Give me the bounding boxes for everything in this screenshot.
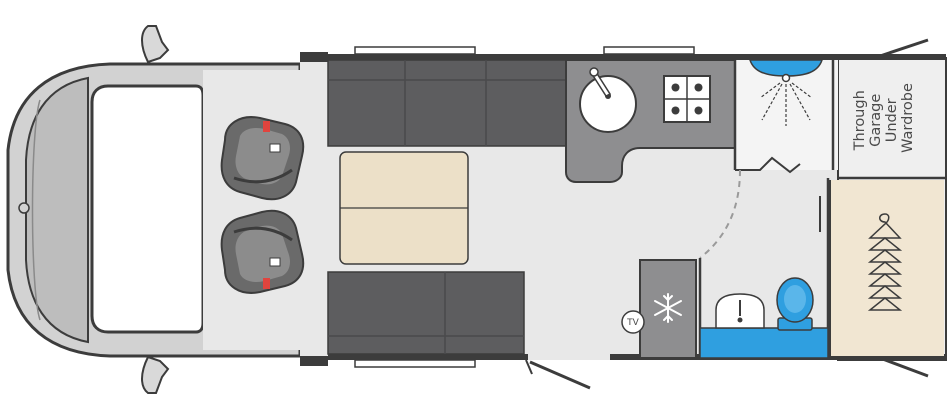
clothes-hangers-icon	[867, 213, 903, 311]
washroom-door-swing	[699, 169, 741, 259]
habitation-door	[529, 360, 591, 390]
bonnet	[25, 76, 89, 344]
garage-label-line-3: Under	[884, 98, 900, 142]
washbasin-counter	[699, 327, 829, 359]
badge	[18, 202, 30, 214]
washroom	[698, 59, 838, 359]
window-front-right	[354, 359, 476, 368]
tv-label: TV	[626, 318, 639, 328]
window-front-left	[354, 46, 476, 55]
garage-wardrobe-label: Through Garage Under Wardrobe	[852, 83, 916, 153]
fridge-unit: TV	[621, 259, 697, 359]
garage-label-line-1: Through	[852, 90, 868, 151]
cab	[6, 25, 302, 394]
garage-wardrobe: Through Garage Under Wardrobe	[829, 83, 946, 356]
kitchen-worktop	[565, 59, 736, 183]
lounge-sofa-bottom	[327, 271, 525, 355]
window-kitchen	[603, 46, 695, 55]
left-mirror	[141, 25, 170, 64]
wardrobe	[830, 180, 944, 356]
toilet-icon	[776, 277, 814, 331]
shower-head-icon	[759, 73, 813, 126]
tv-badge: TV	[621, 310, 645, 334]
lounge-sofa-top	[327, 59, 567, 147]
rear-door-bottom	[879, 356, 929, 378]
garage-label-line-2: Garage	[868, 94, 884, 147]
cab-seat-passenger	[220, 209, 305, 294]
four-burner-hob-icon	[663, 75, 711, 123]
garage-label-line-4: Wardrobe	[900, 83, 916, 153]
snowflake-icon	[654, 293, 682, 323]
washbasin-icon	[715, 293, 765, 329]
dinette-table	[339, 151, 469, 265]
right-mirror	[141, 355, 170, 394]
windscreen	[90, 84, 205, 334]
rear-door-top	[879, 38, 929, 58]
cab-seat-driver	[220, 116, 305, 201]
round-sink-icon	[579, 67, 637, 133]
shower-door	[735, 156, 801, 174]
